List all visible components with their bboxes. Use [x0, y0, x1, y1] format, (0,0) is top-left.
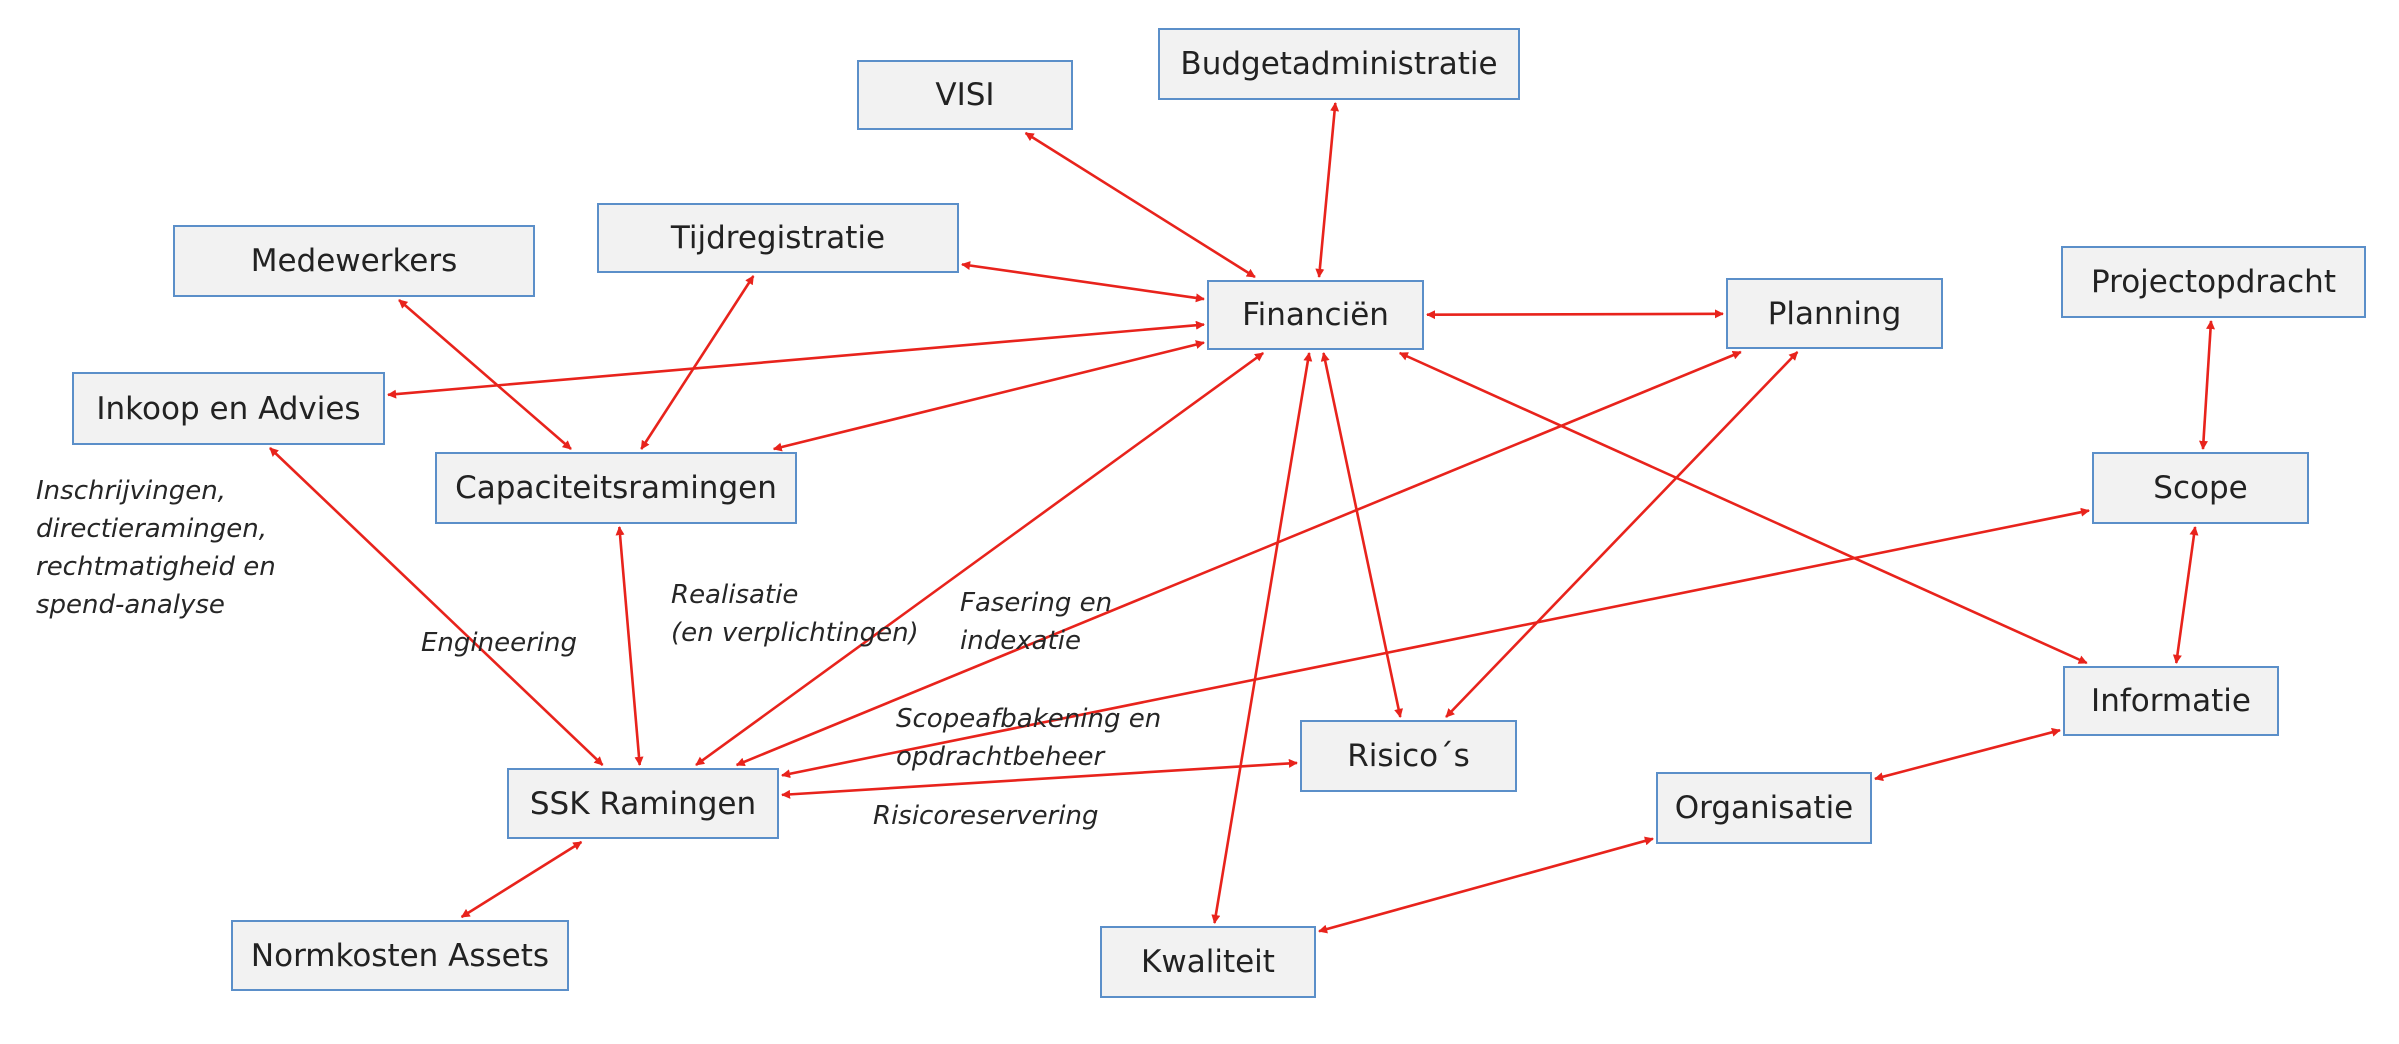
- node-informatie: Informatie: [2063, 666, 2279, 736]
- connector-projectopdracht-scope: [2198, 320, 2216, 450]
- connector-tijdregistratie-capaciteit: [640, 275, 755, 450]
- node-scope: Scope: [2092, 452, 2309, 524]
- note-realisatie: Realisatie (en verplichtingen): [671, 580, 919, 648]
- node-financien: Financiën: [1207, 280, 1424, 350]
- node-tijdregistratie: Tijdregistratie: [597, 203, 959, 273]
- node-normkosten-assets: Normkosten Assets: [231, 920, 569, 991]
- node-risicos: Risico´s: [1300, 720, 1517, 792]
- node-kwaliteit: Kwaliteit: [1100, 926, 1316, 998]
- connector-informatie-organisatie: [1874, 727, 2061, 782]
- node-visi: VISI: [857, 60, 1073, 130]
- connector-ssk-risicos: [781, 758, 1298, 799]
- connector-financien-inkoop: [387, 320, 1205, 399]
- connector-financien-kwaliteit: [1211, 352, 1313, 924]
- connector-capaciteit-ssk: [615, 526, 644, 766]
- connector-medewerkers-capaciteit: [398, 299, 572, 450]
- node-inkoop-en-advies: Inkoop en Advies: [72, 372, 385, 445]
- node-ssk-ramingen: SSK Ramingen: [507, 768, 779, 839]
- connector-scope-informatie: [2172, 526, 2199, 664]
- note-inkoop: Inschrijvingen, directieramingen, rechtm…: [36, 476, 276, 620]
- connector-inkoop-ssk: [269, 447, 604, 766]
- note-scopeafbakening: Scopeafbakening en opdrachtbeheer: [896, 704, 1162, 772]
- connector-ssk-normkosten: [460, 840, 583, 919]
- connector-financien-capaciteit: [772, 340, 1205, 452]
- connector-financien-informatie: [1398, 351, 2088, 665]
- connector-budgetadministratie-financien: [1315, 102, 1340, 278]
- note-risicoreservering: Risicoreservering: [873, 801, 1099, 831]
- connector-scope-ssk: [781, 507, 2090, 779]
- node-medewerkers: Medewerkers: [173, 225, 535, 297]
- connector-visi-financien: [1024, 131, 1256, 279]
- note-fasering: Fasering en indexatie: [960, 588, 1113, 656]
- connector-financien-planning: [1426, 309, 1724, 320]
- node-organisatie: Organisatie: [1656, 772, 1872, 844]
- connector-planning-risicos: [1445, 351, 1799, 718]
- node-capaciteitsramingen: Capaciteitsramingen: [435, 452, 797, 524]
- node-planning: Planning: [1726, 278, 1943, 349]
- note-engineering: Engineering: [421, 628, 577, 658]
- connector-tijdregistratie-financien: [961, 261, 1205, 303]
- node-budgetadministratie: Budgetadministratie: [1158, 28, 1520, 100]
- node-projectopdracht: Projectopdracht: [2061, 246, 2366, 318]
- connector-organisatie-kwaliteit: [1318, 836, 1654, 934]
- connector-planning-ssk: [735, 350, 1742, 767]
